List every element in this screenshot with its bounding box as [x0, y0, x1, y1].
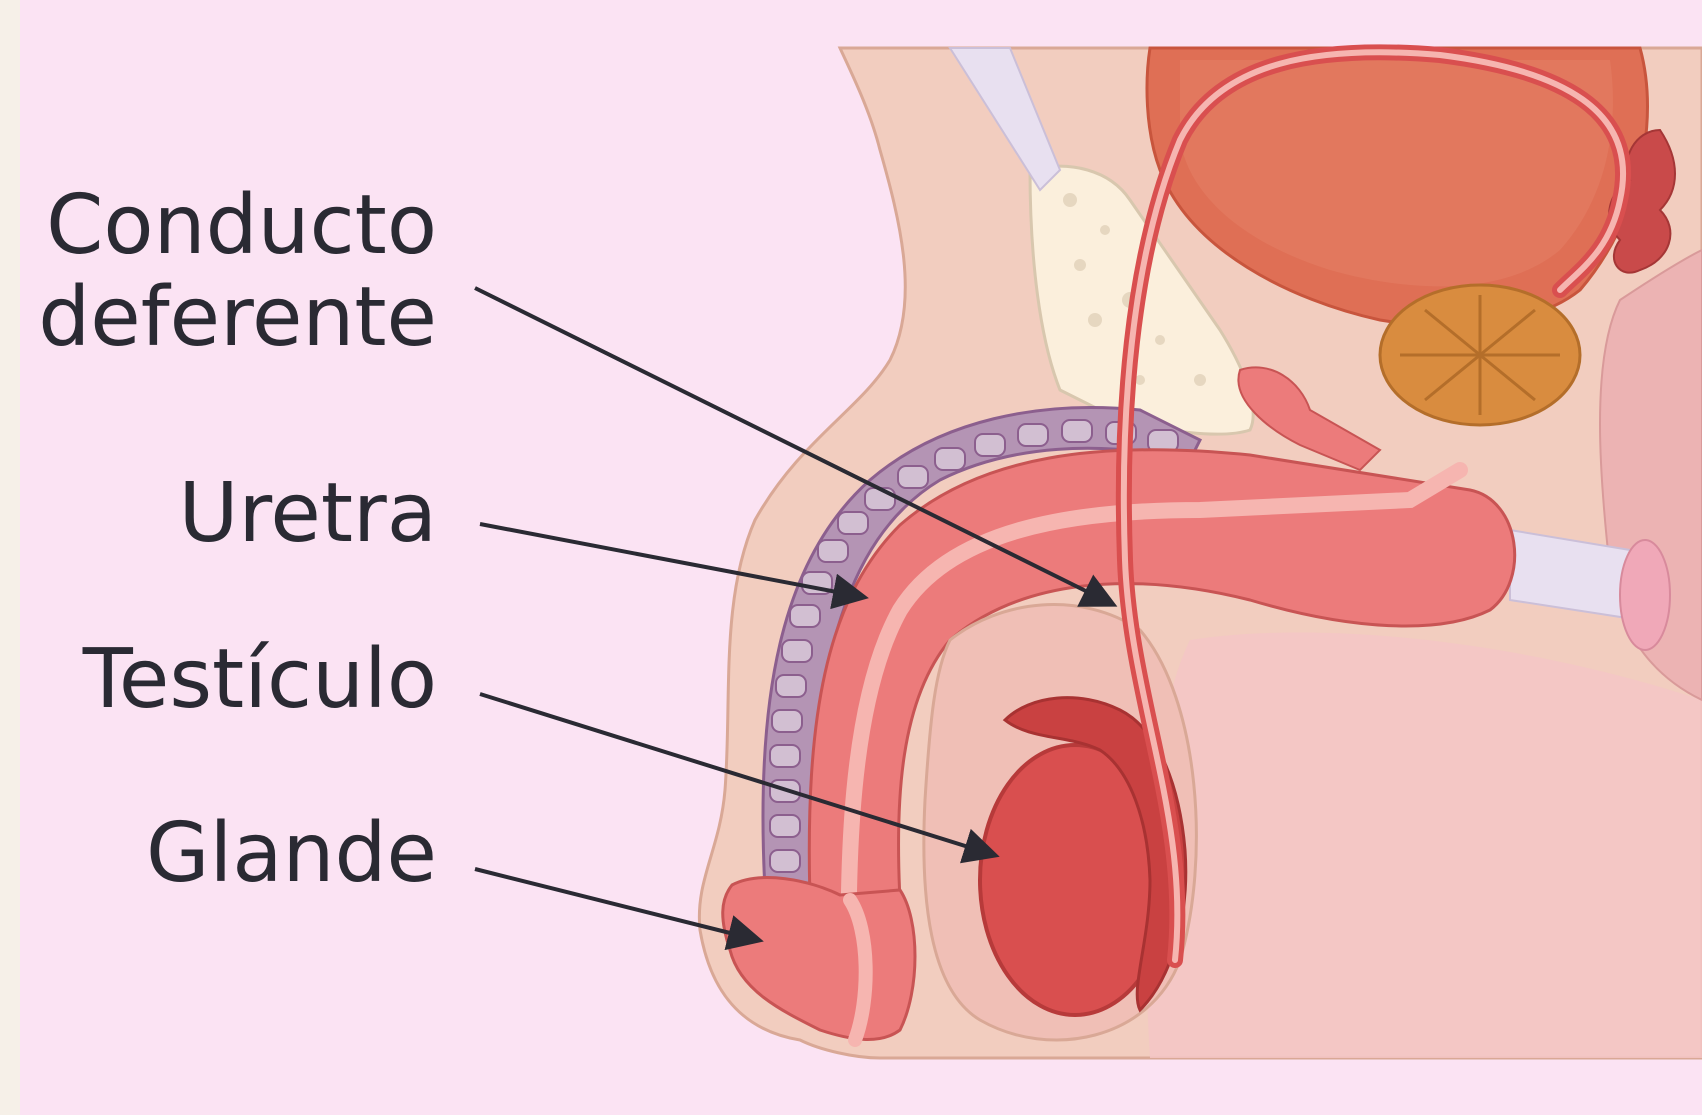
label-testicle: Testículo — [83, 634, 437, 726]
label-vas-deferens-line1: Conducto — [38, 180, 437, 272]
label-glans: Glande — [146, 808, 437, 900]
label-testicle-text: Testículo — [83, 634, 437, 726]
label-vas-deferens-line2: deferente — [38, 272, 437, 364]
anal-sphincter — [1620, 540, 1670, 650]
diagram-canvas: Conducto deferente Uretra Testículo Glan… — [20, 0, 1702, 1115]
label-urethra-text: Uretra — [179, 468, 438, 560]
label-urethra: Uretra — [179, 468, 438, 560]
label-glans-text: Glande — [146, 808, 437, 900]
thigh-shading — [1146, 633, 1702, 1059]
label-vas-deferens: Conducto deferente — [38, 180, 437, 364]
